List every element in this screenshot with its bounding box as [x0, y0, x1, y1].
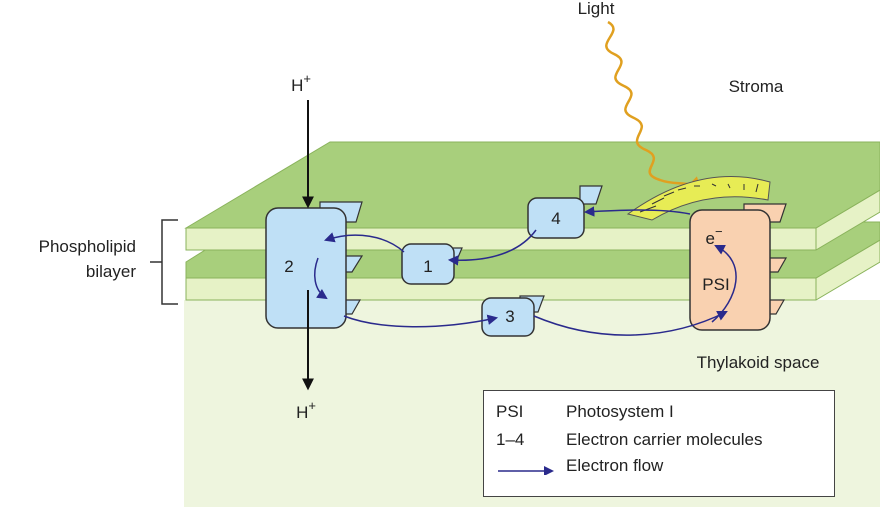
carrier-2-label: 2: [284, 257, 293, 276]
carrier-3-label: 3: [505, 307, 514, 326]
legend-row-psi: PSI Photosystem I: [496, 401, 674, 423]
legend-row-electron-flow: Electron flow: [496, 455, 663, 477]
legend-description: Electron carrier molecules: [566, 430, 763, 449]
stroma-label: Stroma: [729, 77, 784, 96]
antenna-complex: [626, 176, 771, 221]
carrier-1-label: 1: [423, 257, 432, 276]
phospholipid-label-line1: Phospholipid: [39, 237, 136, 256]
bilayer-bracket: [161, 219, 178, 305]
electron-carrier-4: [527, 185, 603, 239]
legend-key: PSI: [496, 402, 524, 421]
h-plus-top-label: H+: [291, 71, 311, 95]
electron-carrier-3: [481, 295, 545, 337]
light-wave: [605, 20, 703, 193]
phospholipid-label-line2: bilayer: [86, 262, 136, 281]
legend-description: Photosystem I: [566, 402, 674, 421]
electron-carrier-2: [265, 201, 364, 329]
legend-description: Electron flow: [566, 456, 664, 475]
electron-carrier-1: [401, 243, 463, 285]
electron-flow-key-arrow: [496, 456, 566, 478]
thylakoid-space-label: Thylakoid space: [697, 353, 820, 372]
legend-key: 1–4: [496, 430, 525, 449]
photosystem-i: [689, 203, 788, 331]
light-label: Light: [578, 0, 615, 18]
electron-flow-path: [313, 206, 737, 336]
legend-box: PSI Photosystem I 1–4 Electron carrier mol…: [483, 390, 835, 497]
h-plus-bottom-label: H+: [296, 398, 316, 422]
electron-label: e−: [705, 224, 722, 248]
psi-label: PSI: [702, 275, 729, 294]
legend-row-carriers: 1–4 Electron carrier molecules: [496, 429, 763, 451]
carrier-4-label: 4: [551, 209, 560, 228]
